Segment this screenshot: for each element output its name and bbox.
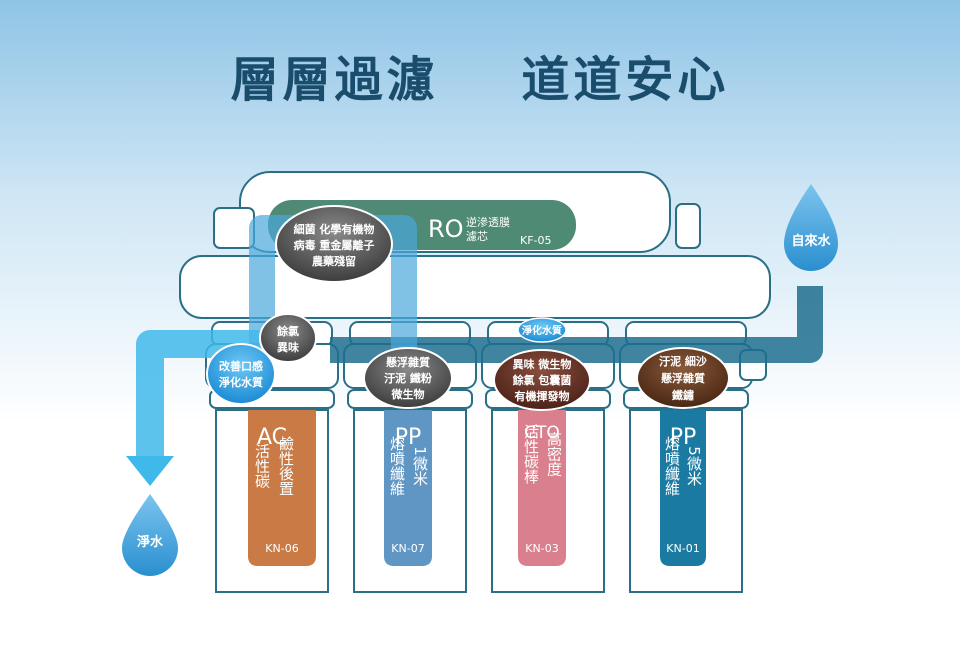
filter-pp7-col2: 1微米 [411,446,429,486]
filter-pp7-col1: 熔噴纖維 [388,436,406,496]
cto-bubble: 異味 微生物 餘氯 包囊菌 有機揮發物 [493,349,591,411]
filter-pp1-model: KN-01 [666,542,699,555]
filter-cto-model: KN-03 [525,542,558,555]
filter-pp1: PP 熔噴纖維 5微米 KN-01 [660,410,706,566]
ro-end-cap-right [675,203,701,249]
pp7-bubble-line-3: 微生物 [391,387,425,401]
filter-cto-col1: 活性碳棒 [522,424,540,484]
pp7-bubble-line-1: 懸浮雜質 [386,355,430,369]
ac-upper-bubble-line-1: 餘氯 [276,324,299,338]
ro-end-cap-left [213,207,255,249]
ro-bubble-line-2: 病毒 重金屬離子 [294,238,375,252]
outlet-arrow-icon [126,456,174,486]
pp1-bubble-line-2: 懸浮雜質 [661,371,705,385]
filter-ac-col2: 鹼性後置 [277,436,295,496]
filter-pp1-col2: 5微米 [685,446,703,486]
filter-pp7-code: PP [395,425,422,450]
filter-cto-code: CTO [524,423,560,443]
ac-upper-bubble: 餘氯 異味 [259,313,317,363]
pure-water-label: 淨水 [137,534,164,550]
pp7-bubble-line-2: 汙泥 鐵粉 [384,371,432,385]
filter-pp7: PP 熔噴纖維 1微米 KN-07 [384,410,432,566]
ro-bubble-line-1: 細菌 化學有機物 [294,222,375,236]
ac-lower-bubble: 改善口感 淨化水質 [206,343,276,405]
pp1-bubble-line-1: 汙泥 細沙 [659,354,707,368]
cto-bubble-line-3: 有機揮發物 [515,389,570,403]
ro-bubble: 細菌 化學有機物 病毒 重金屬離子 農藥殘留 [275,205,393,283]
pp1-bubble-line-3: 鐵鏽 [672,388,694,402]
ro-model: KF-05 [520,234,552,247]
ro-bubble-line-3: 農藥殘留 [312,254,356,268]
filter-pp1-col1: 熔噴纖維 [663,436,681,496]
ro-code: RO [428,215,464,243]
ac-lower-bubble-line-1: 改善口感 [219,359,263,373]
filter-cto-col2: 高密度 [545,432,563,477]
pure-water-drop: 淨水 [122,494,178,576]
ro-name-2: 濾芯 [466,229,488,243]
ac-lower-bubble-line-2: 淨化水質 [219,375,263,389]
pipe-label: 淨化水質 [521,324,562,337]
pipe-label-bubble: 淨化水質 [517,317,567,343]
filter-ac-code: AC [257,425,287,450]
pp1-bubble: 汙泥 細沙 懸浮雜質 鐵鏽 [636,347,730,409]
tap-water-label: 自來水 [791,233,831,249]
ac-upper-bubble-line-2: 異味 [277,340,299,354]
outlet-pipe [136,330,262,460]
filter-ac: AC 活性碳 鹼性後置 KN-06 [248,410,316,566]
filter-ac-col1: 活性碳 [253,444,271,489]
inlet-pipe [330,286,823,363]
filter-ac-model: KN-06 [265,542,298,555]
filter-pp1-code: PP [670,425,697,450]
pp7-bubble: 懸浮雜質 汙泥 鐵粉 微生物 [363,347,453,409]
page-title: 層層過濾 道道安心 [230,52,730,108]
filter-cto: CTO 活性碳棒 高密度 KN-03 [518,410,566,566]
cto-bubble-line-1: 異味 微生物 [513,357,572,371]
tap-water-drop: 自來水 [784,184,838,271]
ro-name-1: 逆滲透膜 [466,215,510,229]
cto-bubble-line-2: 餘氯 包囊菌 [512,373,572,387]
filter-pp7-model: KN-07 [391,542,424,555]
